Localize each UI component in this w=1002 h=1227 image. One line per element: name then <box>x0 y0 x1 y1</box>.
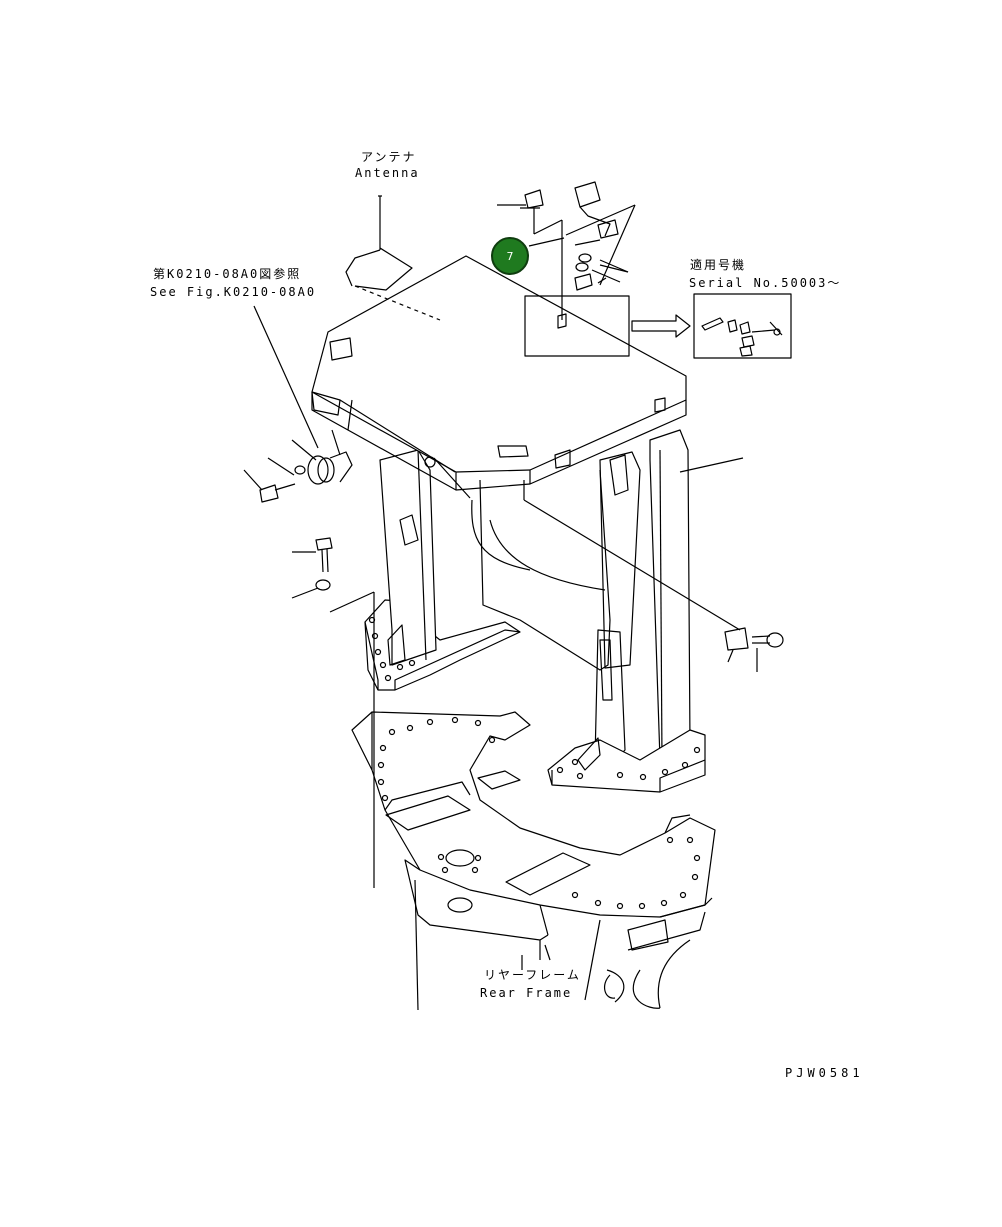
drawing-code: PJW0581 <box>785 1066 864 1080</box>
rear-frame-plate <box>351 711 716 1011</box>
antenna <box>345 195 441 321</box>
bolt-washer <box>315 537 333 591</box>
antenna-label-en: Antenna <box>355 166 420 180</box>
serial-label-en: Serial No.50003～ <box>689 276 842 290</box>
serial-label-jp: 適用号機 <box>690 258 747 272</box>
detail-box-right <box>693 293 792 359</box>
cab-roof <box>311 255 687 491</box>
antenna-label-jp: アンテナ <box>361 150 417 164</box>
side-bolt <box>724 627 784 651</box>
work-lamp <box>259 451 353 503</box>
part-callout-7[interactable]: 7 <box>491 237 529 275</box>
detail-box-left <box>524 295 630 357</box>
leader-lines <box>243 204 758 970</box>
rear-frame-label-en: Rear Frame <box>480 986 573 1000</box>
detail-arrow <box>631 314 691 338</box>
see-fig-label-en: See Fig.K0210-08A0 <box>150 285 317 299</box>
callout-number: 7 <box>506 249 514 263</box>
see-fig-label-jp: 第K0210-08A0図参照 <box>153 267 302 281</box>
beacon-lamp-assembly <box>520 181 636 329</box>
rear-frame-label-jp: リヤーフレーム <box>484 968 581 982</box>
rear-posts <box>471 429 691 771</box>
right-post-base <box>547 729 706 793</box>
